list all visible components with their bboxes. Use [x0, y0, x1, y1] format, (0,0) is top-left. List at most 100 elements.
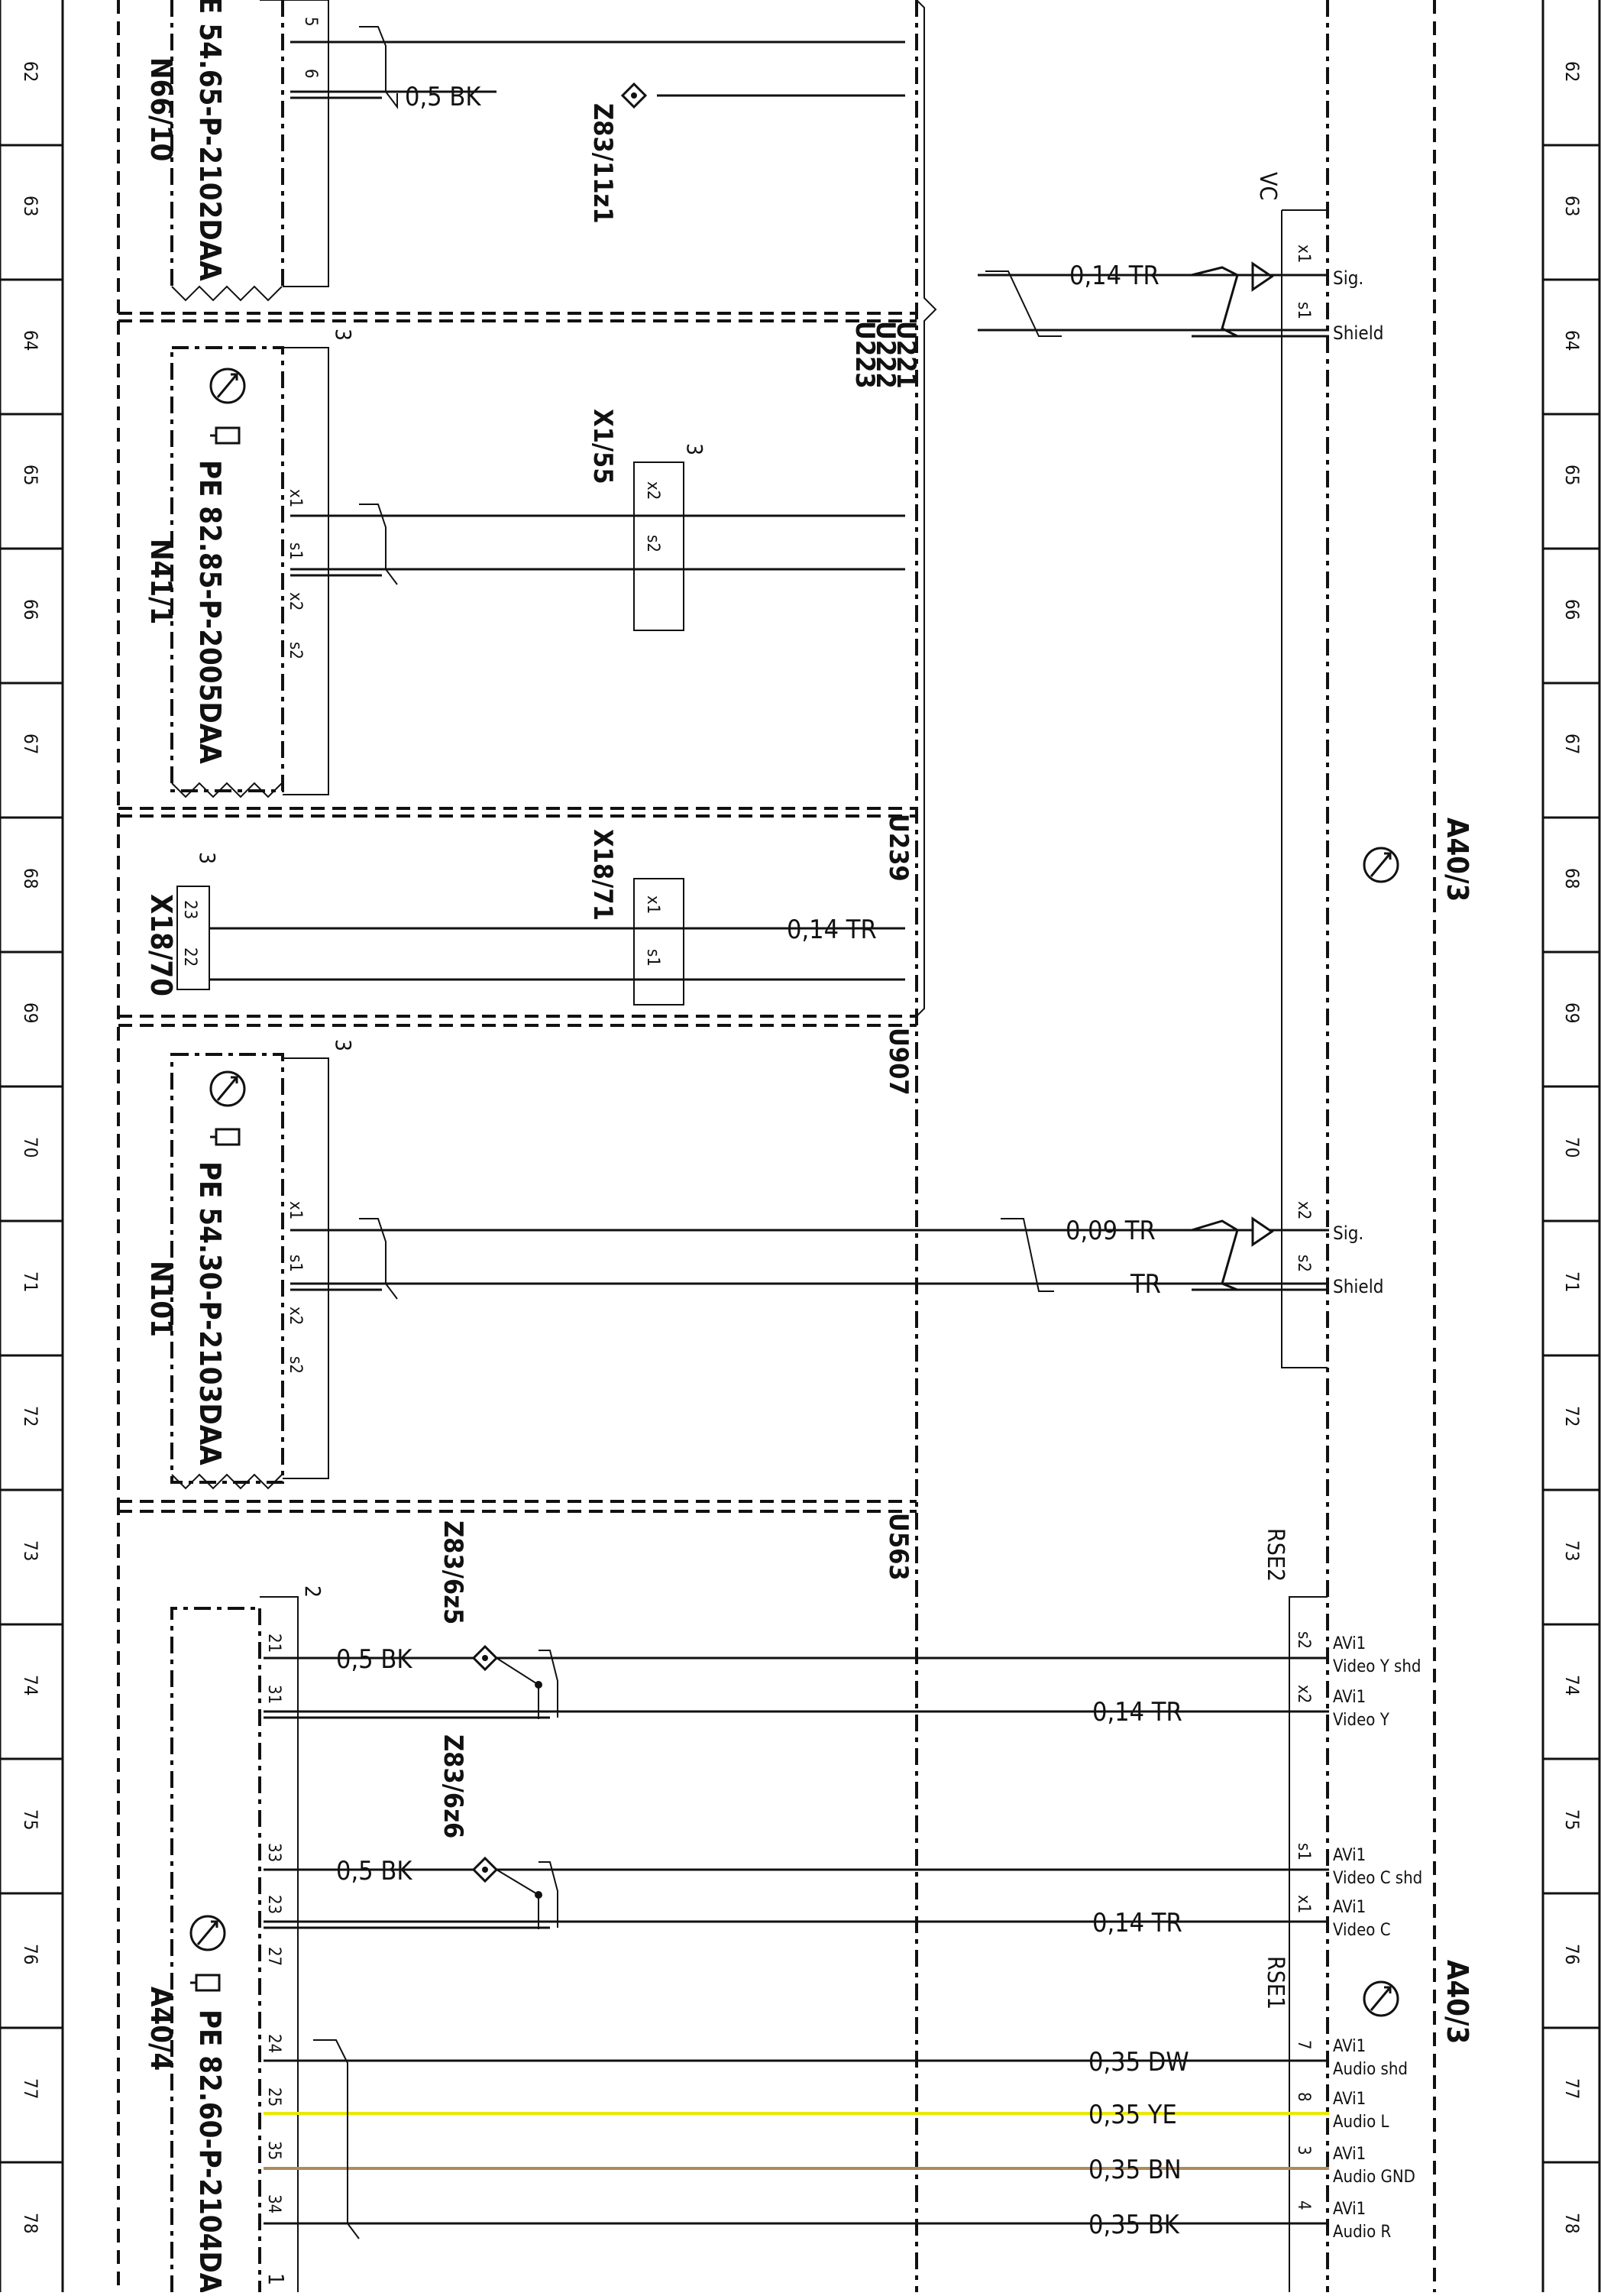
grid-row-number: 71 [1561, 1271, 1583, 1292]
grid-row-number: 64 [1561, 330, 1583, 351]
pin-s1: s1 [1294, 1843, 1313, 1860]
pin-1: 1 [264, 2273, 289, 2285]
grid-row-number: 75 [20, 1809, 41, 1830]
terminal-avi1: AVi1 [1333, 2145, 1366, 2164]
grid-row-number: 68 [20, 868, 41, 889]
terminal-shield: Shield [1333, 322, 1383, 344]
pin-s2: s2 [1294, 1631, 1313, 1649]
pin-27: 27 [264, 1947, 283, 1966]
grid-row-number: 68 [1561, 868, 1583, 889]
grid-row-number: 64 [20, 330, 41, 351]
terminal-avi1: AVi1 [1333, 1688, 1366, 1707]
grid-row-number: 78 [1561, 2213, 1583, 2233]
hand-pointer-icon [210, 426, 241, 445]
grid-row-number: 77 [20, 2078, 41, 2099]
pin-6: 6 [301, 69, 320, 79]
terminal-avi1: AVi1 [1333, 2037, 1366, 2056]
terminal-avi1: AVi1 [1333, 2200, 1366, 2219]
wire-label: 0,5 BK [336, 1856, 412, 1886]
connector-vc: VC [1254, 172, 1281, 200]
electrostatic-warning-icon [189, 1915, 226, 1951]
terminal-avi1: AVi1 [1333, 2090, 1366, 2109]
pin-8: 8 [1294, 2092, 1313, 2102]
wire-label: 0,5 BK [336, 1644, 412, 1675]
pin-3: 3 [195, 852, 220, 864]
pin-x1: x1 [643, 895, 662, 914]
connector-z83-11z1: Z83/11z1 [587, 103, 618, 224]
hand-pointer-icon [190, 1974, 221, 1992]
pin-s2: s2 [286, 642, 305, 659]
splice-diamond-icon [471, 1644, 499, 1672]
wire-label: 0,09 TR [1066, 1216, 1156, 1246]
connector-z83-6z5: Z83/6z5 [438, 1520, 468, 1624]
pin-21: 21 [264, 1634, 283, 1653]
grid-row-number: 74 [20, 1675, 41, 1695]
wire-label: 0,14 TR [1092, 1908, 1182, 1938]
pin-31: 31 [264, 1685, 283, 1704]
terminal-avi1: AVi1 [1333, 1846, 1366, 1865]
grid-row-number: 66 [1561, 599, 1583, 620]
wires [210, 0, 1329, 2239]
pin-x1: x1 [1294, 1895, 1313, 1913]
terminal-audio-r: Audio R [1333, 2223, 1392, 2242]
hand-pointer-icon [210, 1128, 241, 1146]
terminal-audio-l: Audio L [1333, 2113, 1389, 2132]
electrostatic-warning-icon [209, 1070, 246, 1107]
terminal-video-y: Video Y [1333, 1711, 1390, 1730]
pin-7: 7 [1294, 2040, 1313, 2050]
grid-row-number: 67 [20, 733, 41, 754]
component-a40-4-doc: PE 82.60-P-2104DA [193, 2009, 227, 2292]
pin-s1: s1 [286, 1255, 305, 1272]
grid-row-number: 70 [20, 1137, 41, 1158]
wire-label: 0,5 BK [405, 82, 481, 112]
pin-3: 3 [331, 329, 356, 341]
component-n41-1-code: N41/1 [144, 539, 178, 624]
pin-3: 3 [682, 443, 707, 455]
grid-row-number: 70 [1561, 1137, 1583, 1158]
component-a40-4-code: A40/4 [144, 1987, 178, 2071]
grid-row-number: 69 [20, 1002, 41, 1023]
terminal-audio-shd: Audio shd [1333, 2060, 1408, 2079]
pin-25: 25 [264, 2087, 283, 2107]
terminal-shield: Shield [1333, 1276, 1383, 1297]
grid-row-number: 76 [1561, 1944, 1583, 1964]
connector-x18-71: X18/71 [587, 829, 618, 921]
splice-diamond-icon [471, 1856, 499, 1883]
grid-row-number: 66 [20, 599, 41, 620]
bus-label-u563: U563 [883, 1513, 914, 1581]
terminal-avi1: AVi1 [1333, 1634, 1366, 1653]
pin-x2: x2 [286, 1307, 305, 1325]
grid-row-number: 63 [20, 196, 41, 216]
bus-label-u239: U239 [883, 814, 914, 882]
connector-x1-55: X1/55 [587, 409, 618, 484]
terminal-sig: Sig. [1333, 267, 1363, 289]
terminal-sig: Sig. [1333, 1222, 1363, 1244]
electrostatic-warning-icon [1363, 1980, 1399, 2017]
bus-label-u223: U223 [849, 321, 880, 389]
wire-label: 0,14 TR [787, 915, 877, 945]
module-boxes [117, 0, 1436, 2292]
connector-rse2: RSE2 [1262, 1528, 1289, 1582]
electrostatic-warning-icon [1363, 847, 1399, 883]
grid-row-number: 63 [1561, 196, 1583, 216]
pin-4: 4 [1294, 2200, 1313, 2210]
splice-diamond-icon [620, 82, 648, 109]
terminal-audio-gnd: Audio GND [1333, 2168, 1415, 2187]
grid-row-number: 73 [1561, 1540, 1583, 1561]
pin-x2: x2 [643, 481, 662, 500]
grid-row-number: 62 [1561, 61, 1583, 82]
grid-row-number: 65 [1561, 465, 1583, 485]
pin-3: 3 [331, 1039, 356, 1051]
pin-23: 23 [264, 1895, 283, 1914]
electrostatic-warning-icon [209, 368, 246, 404]
bus-label-u221: U221 [891, 321, 921, 389]
wire-label: 0,35 BN [1088, 2155, 1182, 2185]
connector-rse1: RSE1 [1262, 1956, 1289, 2009]
component-n101-doc: PE 54.30-P-2103DAA [193, 1161, 227, 1465]
pin-s2: s2 [643, 535, 662, 552]
pin-x1: x1 [1294, 244, 1313, 263]
pin-23: 23 [180, 900, 199, 919]
wire-label: 0,35 DW [1088, 2047, 1189, 2077]
